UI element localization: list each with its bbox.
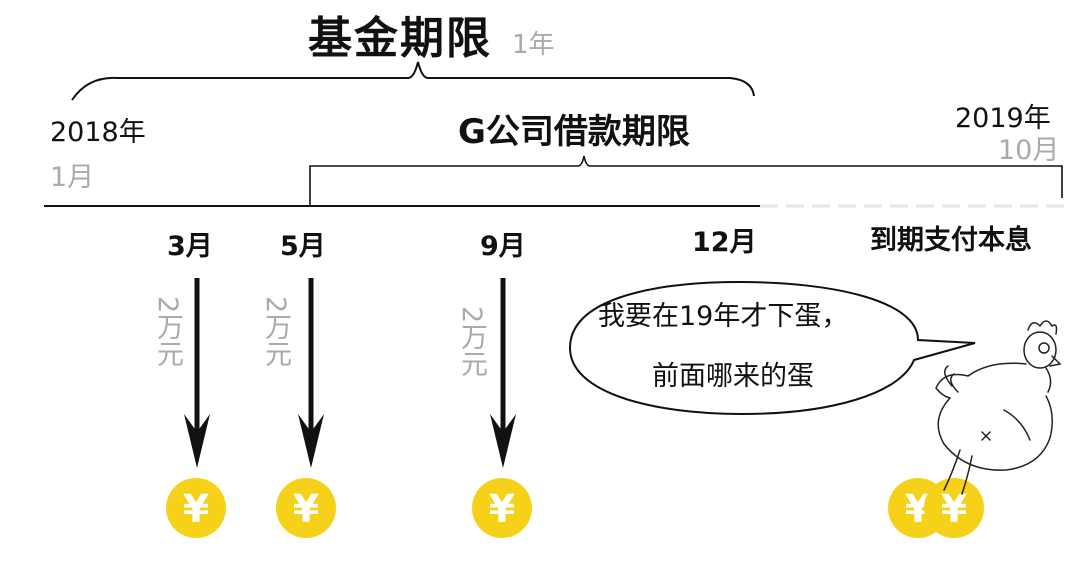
payment-amount: 2万元 bbox=[260, 296, 291, 368]
payment-amount: 2万元 bbox=[152, 296, 183, 368]
yuan-coin-icon: ¥ bbox=[276, 478, 336, 538]
loan-period-title: G公司借款期限 bbox=[458, 112, 690, 152]
hen-icon bbox=[935, 320, 1062, 495]
svg-text:¥: ¥ bbox=[293, 487, 319, 531]
fund-period-bracket bbox=[71, 61, 755, 101]
end-month: 10月 bbox=[998, 135, 1060, 166]
svg-text:¥: ¥ bbox=[183, 487, 209, 531]
loan-period-bracket bbox=[309, 155, 1063, 206]
speech-line-1: 我要在19年才下蛋， bbox=[598, 301, 849, 332]
end-year: 2019年 bbox=[955, 103, 1051, 134]
payment-amount: 2万元 bbox=[456, 306, 487, 378]
month-label: 12月 bbox=[692, 227, 757, 258]
svg-text:¥: ¥ bbox=[941, 487, 967, 531]
start-month: 1月 bbox=[50, 162, 95, 193]
start-year: 2018年 bbox=[50, 117, 146, 148]
month-label: 3月 bbox=[167, 231, 213, 262]
fund-period-title: 基金期限 bbox=[308, 13, 492, 64]
month-label: 9月 bbox=[480, 231, 526, 262]
fund-duration: 1年 bbox=[512, 30, 555, 60]
speech-bubble bbox=[568, 280, 976, 416]
speech-line-2: 前面哪来的蛋 bbox=[652, 361, 814, 392]
arrow-down-icon bbox=[490, 278, 516, 468]
yuan-coin-icon: ¥ bbox=[924, 478, 984, 538]
arrow-down-icon bbox=[184, 278, 210, 468]
due-payment-label: 到期支付本息 bbox=[870, 225, 1032, 256]
month-label: 5月 bbox=[280, 231, 326, 262]
arrow-down-icon bbox=[298, 278, 324, 468]
yuan-coin-icon: ¥ bbox=[166, 478, 226, 538]
yuan-coin-icon: ¥ bbox=[472, 478, 532, 538]
svg-text:¥: ¥ bbox=[489, 487, 515, 531]
